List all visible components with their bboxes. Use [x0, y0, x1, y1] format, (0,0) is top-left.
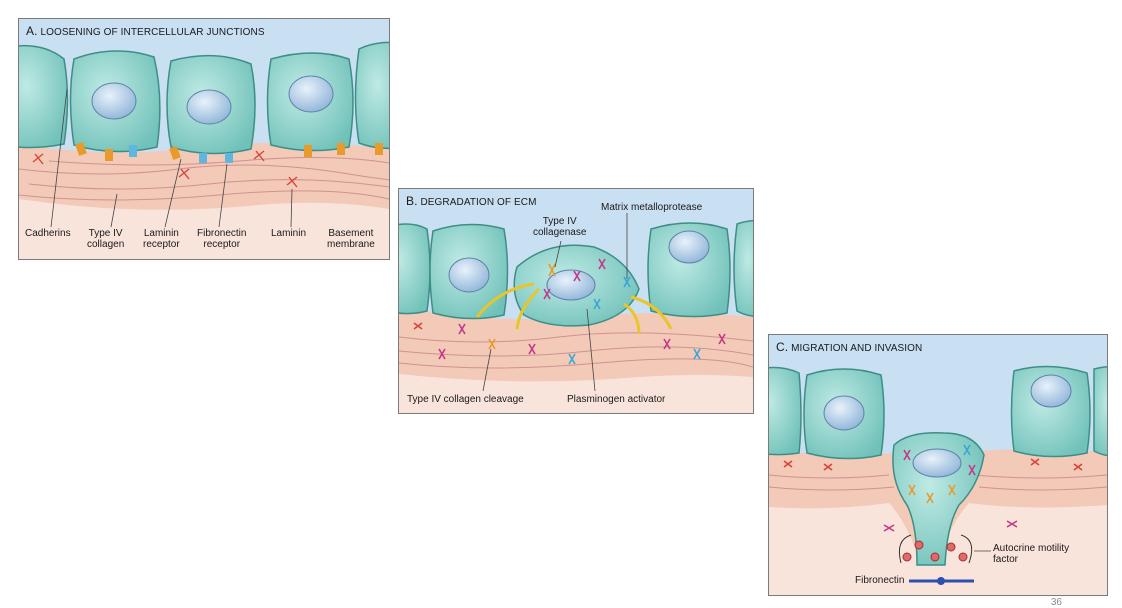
label-fibronectin-receptor: Fibronectin receptor [197, 228, 247, 250]
label-fibronectin: Fibronectin [855, 575, 905, 586]
epithelial-cells [19, 41, 389, 155]
label-type-iv-collagenase: Type IV collagenase [533, 216, 587, 238]
cell [19, 44, 69, 149]
label-laminin: Laminin [271, 228, 307, 239]
stroma-fibers [19, 156, 389, 201]
label-autocrine-motility-factor: Autocrine motility factor [993, 543, 1070, 565]
panel-c-title-text: MIGRATION AND INVASION [791, 343, 923, 354]
label-cadherins: Cadherins [25, 228, 71, 239]
panel-b: B. DEGRADATION OF ECM Type IV collagenas… [398, 188, 754, 414]
fibronectin-molecule [909, 577, 974, 585]
panel-b-title: B. DEGRADATION OF ECM [406, 194, 537, 208]
degradation-arrows [475, 282, 673, 335]
panel-a-title-text: LOOSENING OF INTERCELLULAR JUNCTIONS [40, 27, 265, 38]
panel-c-title: C. MIGRATION AND INVASION [776, 340, 922, 354]
label-plasminogen-activator: Plasminogen activator [567, 394, 666, 405]
ecm-molecules [413, 258, 726, 365]
panel-a: A. LOOSENING OF INTERCELLULAR JUNCTIONS … [18, 18, 390, 260]
label-type-iv-collagen: Type IV collagen [87, 228, 125, 250]
panel-c-illustration [769, 365, 1107, 595]
page-number: 36 [1050, 597, 1062, 608]
label-matrix-metalloprotease: Matrix metalloprotease [601, 202, 703, 213]
stroma-fibers [399, 332, 753, 369]
receptors [75, 141, 383, 163]
label-basement-membrane: Basement membrane [327, 228, 375, 250]
panel-b-title-text: DEGRADATION OF ECM [420, 197, 537, 208]
laminin-molecules [32, 150, 298, 188]
autocrine-motility-factor-dots [902, 540, 968, 562]
ecm-molecules [783, 444, 1083, 532]
stroma-fibers [769, 474, 1107, 491]
panel-b-illustration [399, 213, 753, 413]
nucleus [186, 89, 232, 125]
epithelial-cells [769, 365, 1107, 566]
basement-membrane-lower [399, 374, 753, 413]
label-laminin-receptor: Laminin receptor [143, 228, 180, 250]
cell [354, 41, 389, 150]
motility-arrows [898, 534, 973, 564]
leader-lines [50, 88, 293, 228]
leader-lines [482, 213, 628, 392]
panel-b-letter: B. [406, 194, 418, 208]
panel-c-letter: C. [776, 340, 789, 354]
panel-a-letter: A. [26, 24, 38, 38]
label-type-iv-collagen-cleavage: Type IV collagen cleavage [407, 394, 524, 405]
nucleus [288, 75, 334, 113]
panel-a-illustration [19, 41, 389, 259]
panel-c: C. MIGRATION AND INVASION Autocrine moti… [768, 334, 1108, 596]
panel-a-title: A. LOOSENING OF INTERCELLULAR JUNCTIONS [26, 24, 265, 38]
basement-membrane-lower [19, 199, 389, 259]
nucleus [91, 82, 137, 120]
